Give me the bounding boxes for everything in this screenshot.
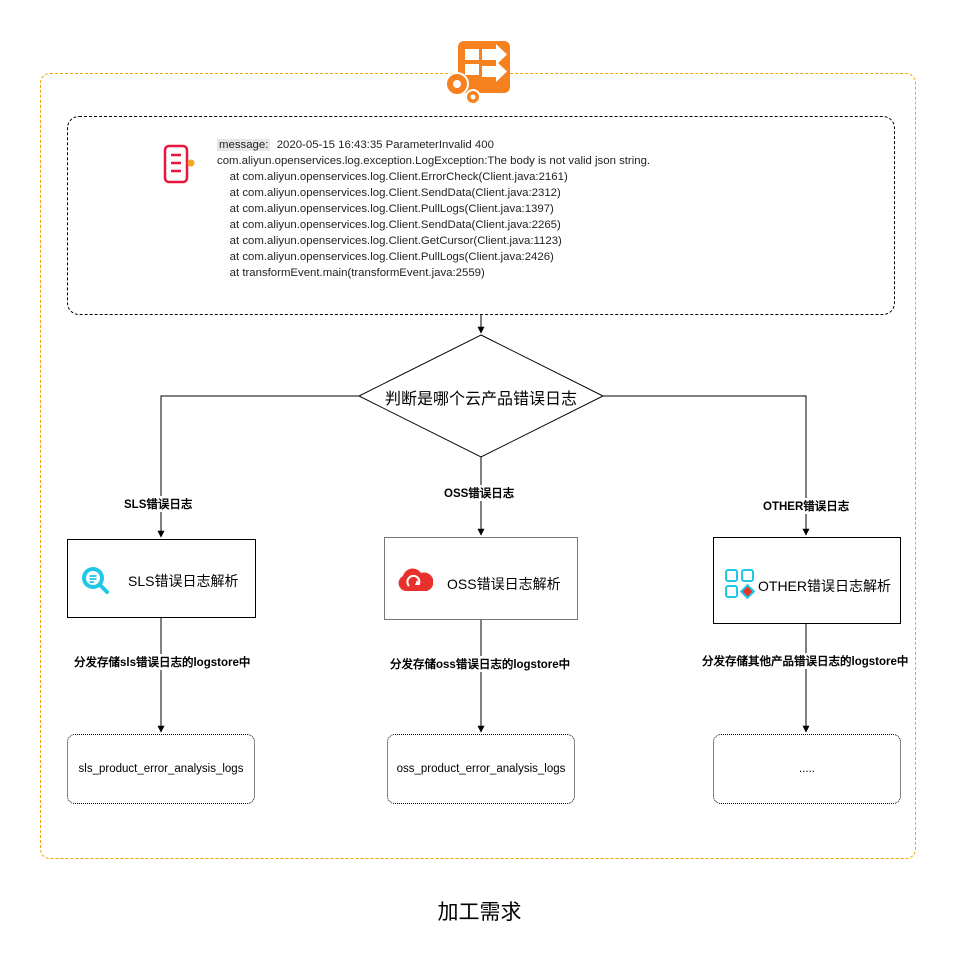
- sls-parse-label: SLS错误日志解析: [128, 573, 239, 589]
- edge-label-other: OTHER错误日志: [763, 498, 850, 514]
- oss-logstore-box: oss_product_error_analysis_logs: [387, 734, 575, 804]
- diagram-caption: 加工需求: [437, 901, 522, 924]
- edge-decision-to-sls: [157, 395, 359, 538]
- store-edge-label-sls: 分发存储sls错误日志的logstore中: [74, 654, 251, 670]
- other-parse-label: OTHER错误日志解析: [758, 578, 891, 594]
- log-line-3: at com.aliyun.openservices.log.Client.Pu…: [217, 203, 554, 215]
- oss-parse-label: OSS错误日志解析: [447, 576, 561, 592]
- oss-parse-box: OSS错误日志解析: [384, 537, 578, 620]
- other-logstore-box: .....: [713, 734, 901, 804]
- decision-label: 判断是哪个云产品错误日志: [384, 391, 577, 408]
- store-edge-label-other: 分发存储其他产品错误日志的logstore中: [702, 653, 909, 669]
- sls-parse-box: SLS错误日志解析: [67, 539, 256, 618]
- log-line-0: com.aliyun.openservices.log.exception.Lo…: [217, 155, 651, 167]
- edge-label-sls: SLS错误日志: [124, 496, 193, 512]
- log-message-box: [67, 116, 895, 315]
- log-message-value: 2020-05-15 16:43:35 ParameterInvalid 400: [270, 139, 494, 151]
- oss-cloud-icon: [397, 567, 434, 598]
- edge-decision-to-other: [603, 395, 810, 536]
- log-line-4: at com.aliyun.openservices.log.Client.Se…: [217, 219, 561, 231]
- other-products-icon: [724, 568, 756, 605]
- oss-logstore-label: oss_product_error_analysis_logs: [396, 763, 566, 775]
- log-line-1: at com.aliyun.openservices.log.Client.Er…: [217, 171, 568, 183]
- log-message-key: message:: [217, 139, 271, 151]
- sls-search-icon: [80, 565, 110, 600]
- sls-logstore-box: sls_product_error_analysis_logs: [67, 734, 255, 804]
- other-logstore-label: .....: [799, 763, 815, 775]
- edge-label-oss: OSS错误日志: [444, 485, 515, 501]
- sls-logstore-label: sls_product_error_analysis_logs: [78, 763, 244, 775]
- log-message-text: message: 2020-05-15 16:43:35 ParameterIn…: [217, 137, 650, 281]
- other-parse-box: OTHER错误日志解析: [713, 537, 901, 624]
- data-transform-icon: [441, 40, 513, 106]
- store-edge-label-oss: 分发存储oss错误日志的logstore中: [390, 656, 571, 672]
- log-line-2: at com.aliyun.openservices.log.Client.Se…: [217, 187, 561, 199]
- log-line-5: at com.aliyun.openservices.log.Client.Ge…: [217, 235, 562, 247]
- log-line-7: at transformEvent.main(transformEvent.ja…: [217, 267, 485, 279]
- log-document-icon: [162, 144, 196, 184]
- log-line-6: at com.aliyun.openservices.log.Client.Pu…: [217, 251, 554, 263]
